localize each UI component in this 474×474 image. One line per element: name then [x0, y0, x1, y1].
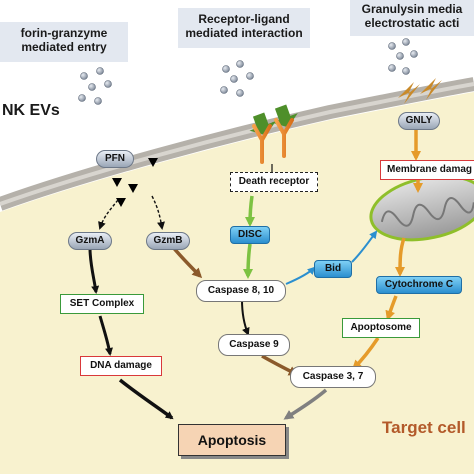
- caspase-3-7-node: Caspase 3, 7: [290, 366, 376, 388]
- cell-membrane-inner: [0, 82, 474, 206]
- arrow-gzma-set: [88, 247, 100, 294]
- death-receptor-pair: [252, 118, 294, 164]
- gzmb-node: GzmB: [146, 232, 190, 250]
- header-granulysin: Granulysin media electrostatic acti: [350, 0, 474, 36]
- arrow-set-dna: [98, 315, 113, 356]
- cytochrome-c-node: Cytochrome C: [376, 276, 462, 294]
- pfn-node: PFN: [96, 150, 134, 168]
- header-perforin: forin-granzyme mediated entry: [0, 22, 128, 62]
- caspase-8-10-node: Caspase 8, 10: [196, 280, 286, 302]
- arrow-disc-casp8: [243, 243, 254, 279]
- arrow-apoptosome-casp3: [351, 337, 380, 371]
- gnly-bolt-2: [420, 78, 442, 100]
- arrow-casp8-casp9: [241, 299, 250, 336]
- disc-node: DISC: [230, 226, 270, 244]
- apoptosis-box: Apoptosis: [178, 424, 286, 456]
- target-cell-label: Target cell: [382, 418, 466, 437]
- gzma-node: GzmA: [68, 232, 112, 250]
- apoptosome-box: Apoptosome: [342, 318, 420, 338]
- membrane-damage-box: Membrane damag: [380, 160, 474, 180]
- set-complex-box: SET Complex: [60, 294, 144, 314]
- arrow-mito-cytc: [395, 237, 406, 277]
- gnly-node: GNLY: [398, 112, 440, 130]
- arrow-bid-mito: [351, 230, 378, 263]
- caspase-9-node: Caspase 9: [218, 334, 290, 356]
- arrow-casp3-apoptosis: [283, 388, 328, 420]
- arrow-dr-disc: [245, 195, 256, 227]
- arrow-dna-apoptosis: [118, 378, 174, 420]
- arrow-pfn-gzmb: [151, 195, 165, 230]
- header-receptor-ligand: Receptor-ligand mediated interaction: [178, 8, 310, 48]
- dna-damage-box: DNA damage: [80, 356, 162, 376]
- nk-evs-label: NK EVs: [2, 102, 60, 119]
- arrow-cytc-apoptosome: [385, 295, 398, 321]
- gnly-bolt-1: [398, 82, 420, 104]
- perforin-pores: [112, 158, 158, 207]
- arrow-casp8-bid: [285, 266, 316, 285]
- bid-node: Bid: [314, 260, 352, 278]
- arrow-pfn-gzma: [98, 199, 119, 230]
- ev-vesicles: [78, 38, 418, 105]
- death-receptor-box: Death receptor: [230, 172, 318, 192]
